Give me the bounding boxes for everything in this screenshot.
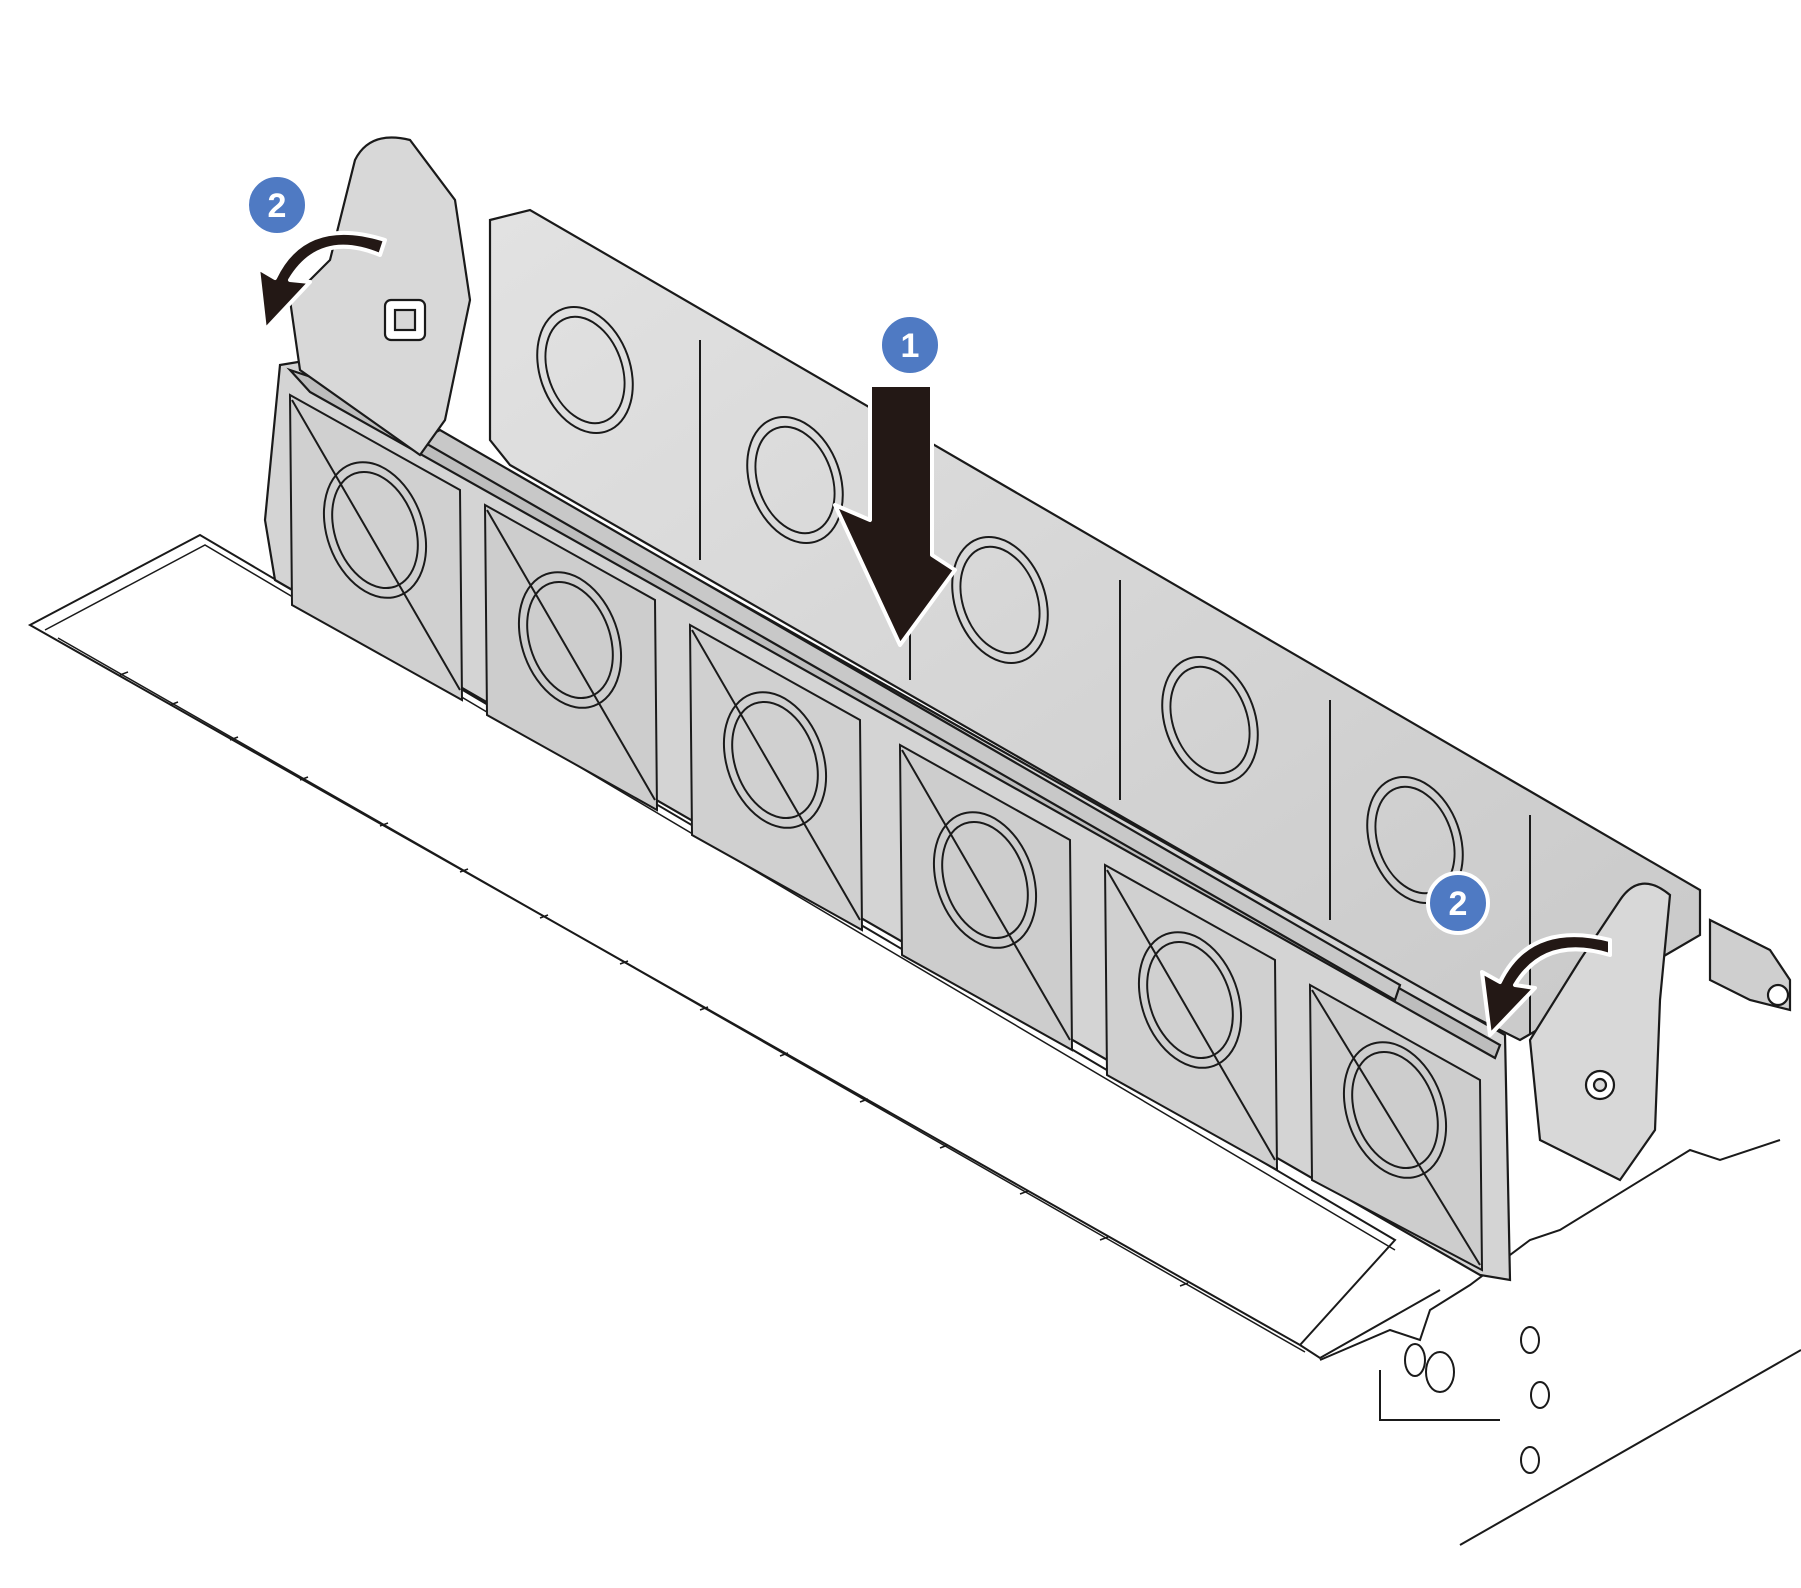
fan-bay-back-4 <box>1161 656 1259 784</box>
fan-bays-back <box>536 306 1531 1035</box>
curved-arrow-icon <box>1480 933 1612 1037</box>
callout-step-2-left-label: 2 <box>268 187 287 225</box>
curved-arrow-icon <box>256 231 387 332</box>
fan-bay-1 <box>288 393 464 702</box>
fan-bays-front <box>288 393 1484 1272</box>
left-latch <box>288 136 472 457</box>
callout-step-2-right: 2 <box>1426 871 1490 935</box>
chassis-board <box>27 533 1441 1360</box>
callout-step-1: 1 <box>878 313 942 377</box>
left-latch-rotate-arrow <box>256 231 387 332</box>
fan-bay-back-2 <box>746 416 844 544</box>
push-down-arrow <box>833 383 957 647</box>
fan-bay-5 <box>1103 863 1279 1172</box>
callout-step-2-left: 2 <box>245 173 309 237</box>
fan-bay-2 <box>483 503 659 812</box>
callout-step-1-label: 1 <box>901 327 920 365</box>
fan-bay-6 <box>1308 983 1484 1272</box>
fan-bay-3 <box>688 623 864 932</box>
fan-bay-back-1 <box>536 306 634 434</box>
fan-bay-4 <box>898 743 1074 1052</box>
arrow-down-icon <box>833 383 957 647</box>
right-latch-rotate-arrow <box>1480 933 1612 1037</box>
callout-step-2-right-label: 2 <box>1449 885 1468 923</box>
fan-bay-back-3 <box>951 536 1049 664</box>
right-latch <box>1528 882 1672 1182</box>
